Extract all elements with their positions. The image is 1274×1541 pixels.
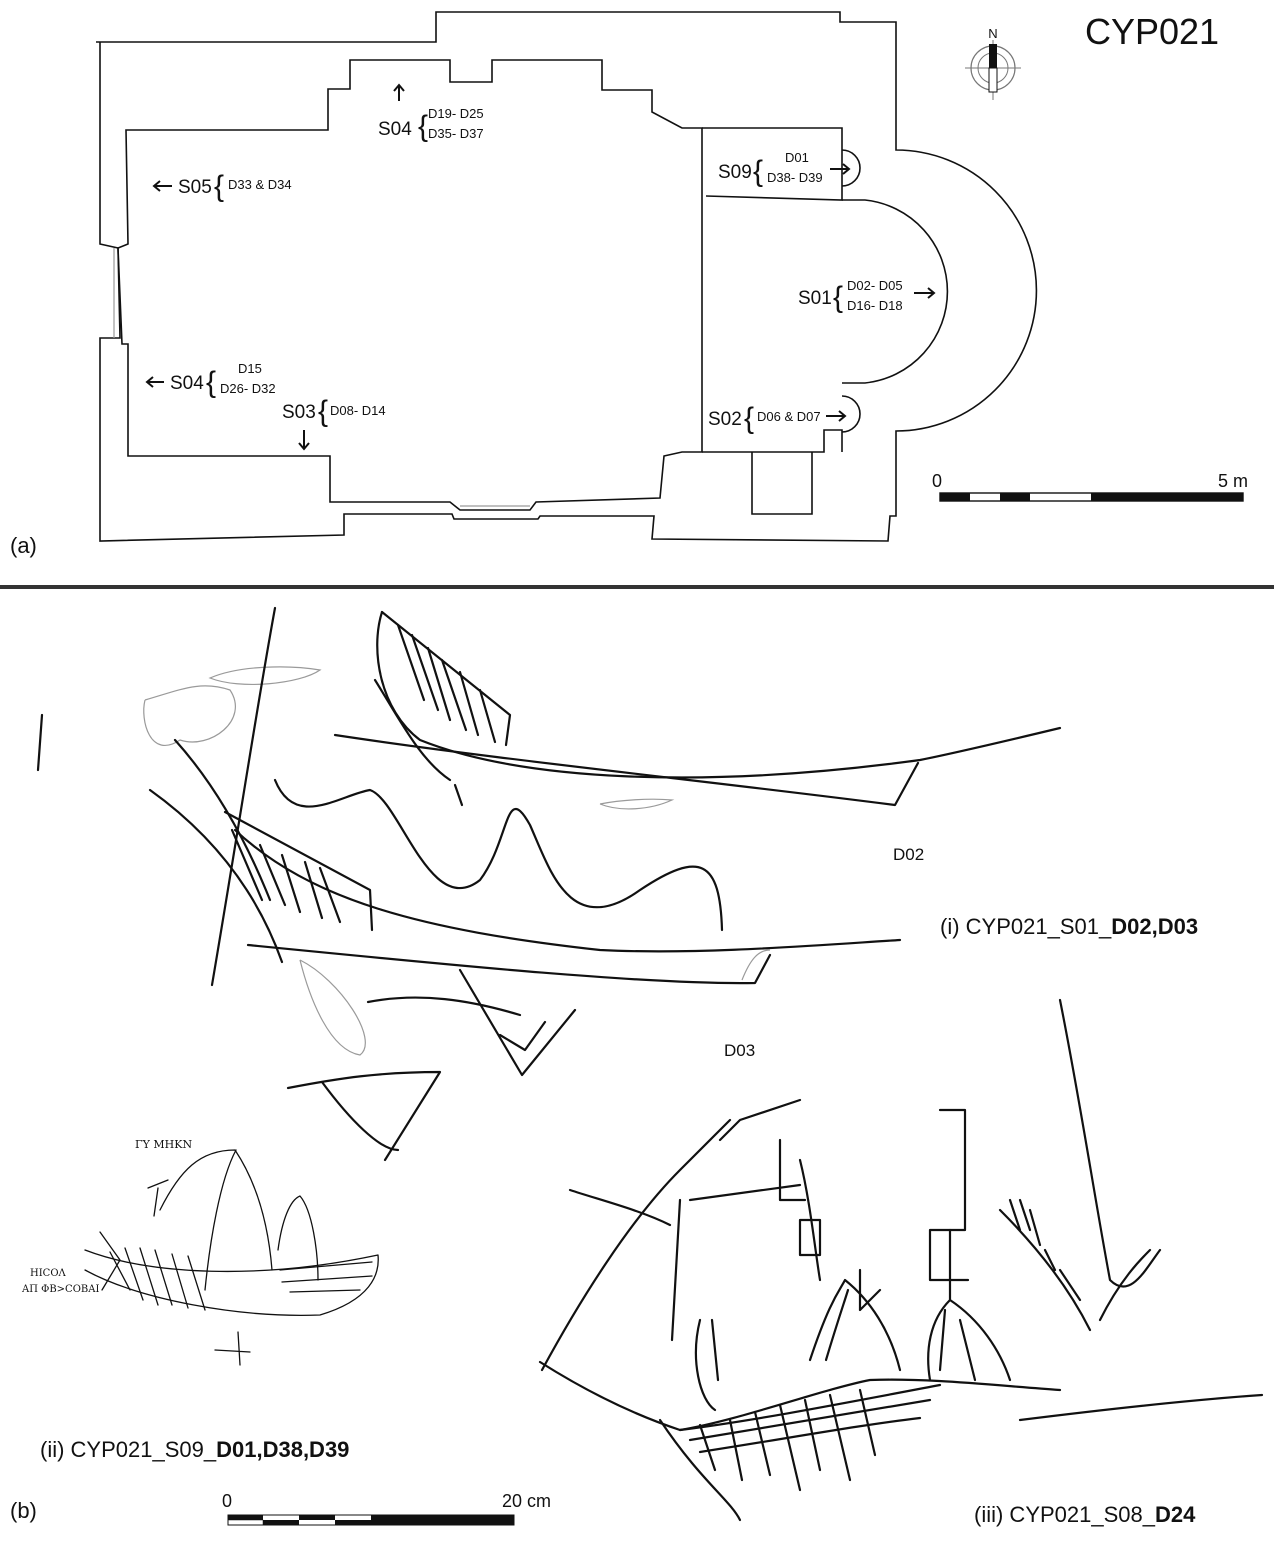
- station-s04-north: S04 { D19- D25 D35- D37: [378, 83, 484, 143]
- caption-prefix: (i) CYP021_S01_: [940, 914, 1112, 939]
- station-range: D06 & D07: [757, 409, 821, 424]
- apse: [842, 199, 949, 384]
- niche-north: [841, 149, 861, 187]
- porch-stub: [751, 452, 813, 515]
- panel-a-label: (a): [10, 533, 37, 558]
- inscription: ΓΥ ΜΗΚΝ: [135, 1138, 192, 1151]
- station-s03: S03 { D08- D14: [282, 395, 386, 451]
- site-code: CYP021: [1085, 11, 1219, 52]
- church-plan: [96, 11, 1038, 542]
- scale-bar-graffiti: 0 20 cm: [222, 1491, 551, 1526]
- d02-label: D02: [893, 845, 924, 864]
- brace: {: [318, 395, 328, 428]
- bema-wall: [702, 127, 843, 201]
- north-label: N: [988, 26, 997, 41]
- station-range: D26- D32: [220, 381, 276, 396]
- brace: {: [744, 402, 754, 435]
- station-s04-south: S04 { D15 D26- D32: [145, 361, 276, 399]
- station-code: S01: [798, 288, 832, 309]
- station-range: D08- D14: [330, 403, 386, 418]
- caption-d02-d03: (i) CYP021_S01_D02,D03: [940, 914, 1198, 939]
- station-code: S09: [718, 162, 752, 183]
- station-range: D01: [785, 150, 809, 165]
- scale-bar-plan: 0 5 m: [932, 471, 1248, 502]
- caption-bold: D01,D38,D39: [216, 1437, 349, 1462]
- caption-prefix: (iii) CYP021_S08_: [974, 1502, 1156, 1527]
- caption-prefix: (ii) CYP021_S09_: [40, 1437, 217, 1462]
- brace: {: [418, 110, 428, 143]
- station-s05: S05 { D33 & D34: [152, 170, 292, 203]
- station-range: D15: [238, 361, 262, 376]
- graffiti-d24: [538, 998, 1264, 1522]
- station-range: D33 & D34: [228, 177, 292, 192]
- bema-south: [702, 429, 843, 453]
- graffiti-d02-d03: [36, 606, 1062, 1162]
- north-arrow-icon: [965, 40, 1021, 100]
- station-s09: S09 { D01 D38- D39: [718, 150, 851, 188]
- brace: {: [214, 170, 224, 203]
- brace: {: [753, 155, 763, 188]
- niche-south: [841, 395, 861, 433]
- panel-b-label: (b): [10, 1498, 37, 1523]
- caption-bold: D24: [1155, 1502, 1196, 1527]
- inscription: ΑΠ ΦΒ>CΟΒΑΙ: [21, 1284, 99, 1295]
- caption-d24: (iii) CYP021_S08_D24: [974, 1502, 1196, 1527]
- scale-start: 0: [932, 471, 942, 491]
- d03-label: D03: [724, 1041, 755, 1060]
- station-code: S03: [282, 402, 316, 423]
- station-code: S04: [378, 119, 412, 140]
- caption-d01: (ii) CYP021_S09_D01,D38,D39: [40, 1437, 349, 1462]
- brace: {: [206, 366, 216, 399]
- scale-end: 5 m: [1218, 471, 1248, 491]
- station-range: D38- D39: [767, 170, 823, 185]
- scale-start: 0: [222, 1491, 232, 1511]
- inscription: ΗΙCΟΛ: [30, 1268, 67, 1279]
- station-s01: S01 { D02- D05 D16- D18: [798, 278, 936, 314]
- station-range: D19- D25: [428, 106, 484, 121]
- station-range: D16- D18: [847, 298, 903, 313]
- brace: {: [833, 281, 843, 314]
- outer-wall: [96, 11, 1038, 542]
- scale-end: 20 cm: [502, 1491, 551, 1511]
- station-range: D02- D05: [847, 278, 903, 293]
- caption-bold: D02,D03: [1111, 914, 1198, 939]
- graffiti-d01: ΓΥ ΜΗΚΝ ΗΙCΟΛ ΑΠ ΦΒ>CΟΒΑΙ: [21, 1138, 379, 1366]
- station-range: D35- D37: [428, 126, 484, 141]
- station-code: S02: [708, 409, 742, 430]
- station-code: S04: [170, 373, 204, 394]
- station-code: S05: [178, 177, 212, 198]
- station-s02: S02 { D06 & D07: [708, 402, 847, 435]
